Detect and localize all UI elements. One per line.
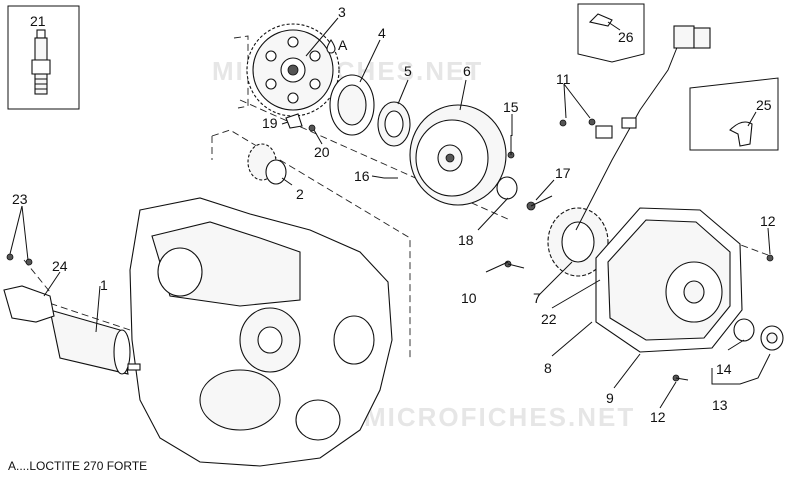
callout-14: 14 bbox=[716, 361, 732, 377]
loctite-drop-icon bbox=[326, 39, 336, 54]
callout-8: 8 bbox=[544, 360, 552, 376]
callout-5: 5 bbox=[404, 63, 412, 79]
callout-4: 4 bbox=[378, 25, 386, 41]
bearing-part-5 bbox=[377, 101, 411, 147]
stator-part bbox=[547, 207, 609, 277]
bracket-part-26 bbox=[577, 3, 645, 63]
starter-motor-part bbox=[49, 309, 141, 375]
gasket-part-24 bbox=[3, 285, 55, 323]
callout-1: 1 bbox=[100, 277, 108, 293]
wiring-harness bbox=[575, 25, 711, 231]
loctite-note: A....LOCTITE 270 FORTE bbox=[8, 459, 147, 473]
callout-11: 11 bbox=[556, 71, 571, 87]
engine-crankcase bbox=[129, 197, 393, 467]
plug-part-13 bbox=[733, 318, 784, 351]
callout-25: 25 bbox=[756, 97, 772, 113]
callout-23: 23 bbox=[12, 191, 28, 207]
callout-22: 22 bbox=[541, 311, 557, 327]
callout-18: 18 bbox=[458, 232, 474, 248]
callout-16: 16 bbox=[354, 168, 370, 184]
generator-cover-part bbox=[595, 207, 743, 353]
callout-20: 20 bbox=[314, 144, 330, 160]
watermark-bottom: MICROFICHES.NET bbox=[364, 402, 635, 432]
spark-plug-part bbox=[7, 5, 80, 110]
callout-17: 17 bbox=[555, 165, 571, 181]
callout-9: 9 bbox=[606, 390, 614, 406]
ring-part-4 bbox=[329, 74, 375, 136]
callout-10: 10 bbox=[461, 290, 477, 306]
callout-12-bottom: 12 bbox=[650, 409, 666, 425]
callout-15: 15 bbox=[503, 99, 519, 115]
callout-13: 13 bbox=[712, 397, 728, 413]
clip-part-19 bbox=[285, 113, 303, 129]
callout-24: 24 bbox=[52, 258, 68, 274]
starter-gear-part bbox=[246, 23, 340, 117]
washer-part-18 bbox=[496, 176, 518, 200]
callout-19: 19 bbox=[262, 115, 278, 131]
callout-3: 3 bbox=[338, 4, 346, 20]
flywheel-part bbox=[409, 104, 507, 206]
callout-2: 2 bbox=[296, 186, 304, 202]
callout-labels: 1 2 3 4 5 6 7 8 9 10 11 12 12 13 14 15 1… bbox=[12, 4, 776, 425]
callout-26: 26 bbox=[618, 29, 634, 45]
harness-clamp bbox=[595, 125, 613, 139]
bolt-parts bbox=[6, 118, 774, 382]
callout-21: 21 bbox=[30, 13, 46, 29]
bracket-part-25 bbox=[689, 77, 779, 151]
idler-gear-part bbox=[247, 143, 287, 185]
callout-6: 6 bbox=[463, 63, 471, 79]
marker-a: A bbox=[338, 37, 348, 53]
callout-12-right: 12 bbox=[760, 213, 776, 229]
callout-7: 7 bbox=[533, 290, 541, 306]
leader-lines bbox=[9, 17, 771, 409]
